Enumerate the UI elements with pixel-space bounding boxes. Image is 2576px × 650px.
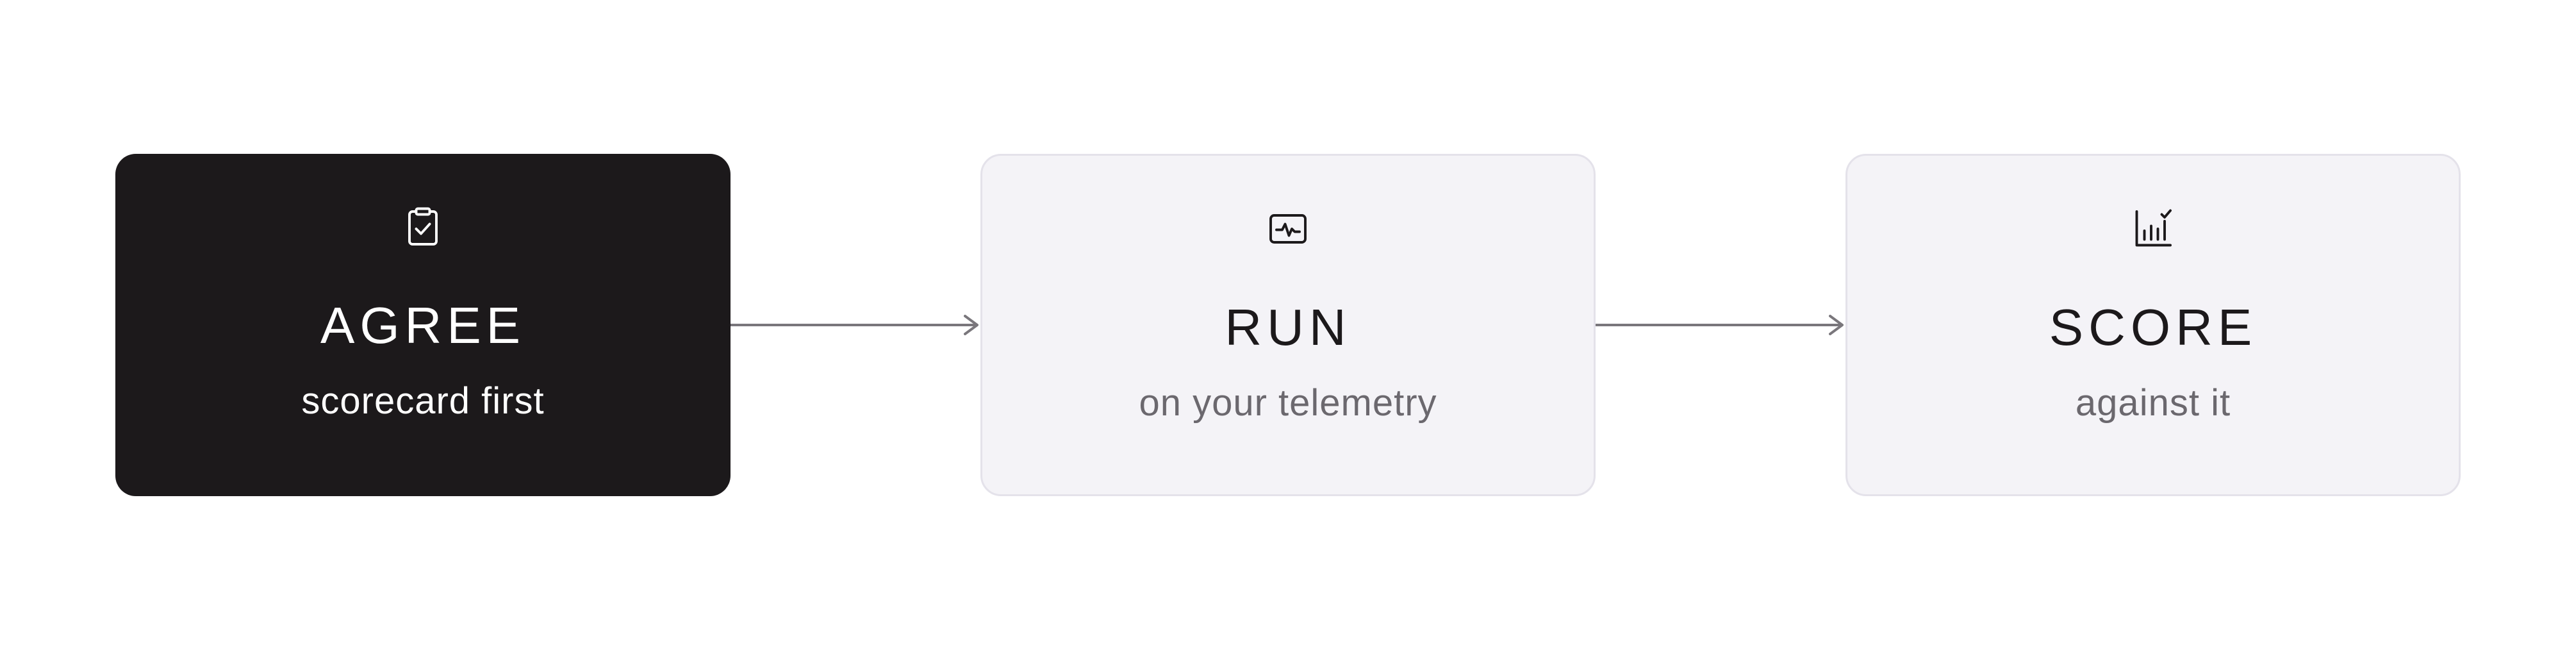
clipboard-check-icon [400, 204, 446, 250]
step-run: RUN on your telemetry [980, 154, 1596, 496]
step-title: AGREE [320, 297, 526, 354]
arrow-connector [1596, 309, 1845, 341]
step-score: SCORE against it [1845, 154, 2461, 496]
step-subtitle: against it [2075, 382, 2231, 424]
arrow-connector [731, 309, 980, 341]
step-title: RUN [1225, 299, 1351, 356]
activity-monitor-icon [1265, 206, 1311, 252]
chart-check-icon [2130, 206, 2176, 252]
step-agree: AGREE scorecard first [115, 154, 731, 496]
step-subtitle: scorecard first [301, 380, 545, 422]
step-title: SCORE [2049, 299, 2258, 356]
step-subtitle: on your telemetry [1139, 382, 1437, 424]
